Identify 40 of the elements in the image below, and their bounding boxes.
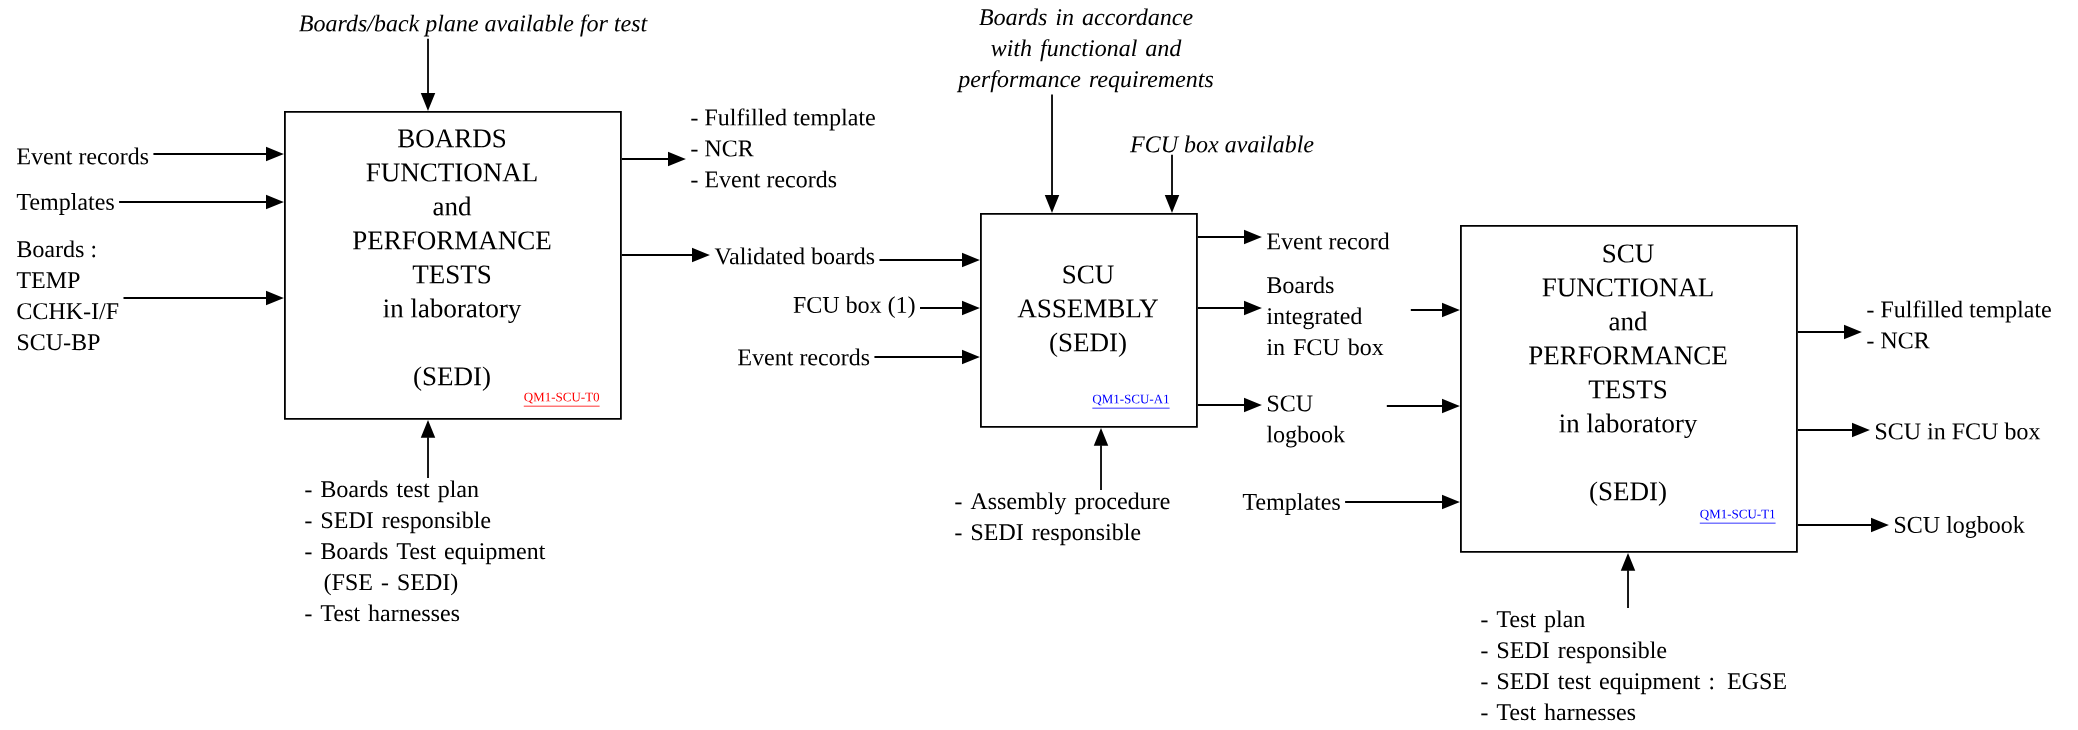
node-label: TESTS (1588, 380, 1667, 399)
node-label: PERFORMANCE (1529, 346, 1727, 365)
mechanism-label: - Assembly procedure - SEDI responsible (955, 492, 1170, 546)
node-label: and (1609, 311, 1648, 331)
mechanism-label: - Boards test plan - SEDI responsible - Boards Test equipment (FSE - SEDI) - Test harnesses (305, 480, 546, 622)
box-title: SCU FUNCTIONAL and PERFORMANCE TESTS in laboratory (1529, 244, 1727, 439)
box-title: (SEDI) (1590, 481, 1666, 506)
node-label: and (433, 196, 472, 216)
output-label: Event record (1267, 232, 1390, 250)
node-label: in laboratory (383, 298, 522, 324)
input-label: Event records (738, 348, 870, 366)
input-label: FCU box (1) (793, 296, 915, 318)
output-label: Validated boards (714, 247, 875, 265)
input-label: Event records (17, 147, 149, 165)
control-label: Boards/back plane available for test (299, 14, 648, 37)
output-label: - Fulfilled template - NCR (1867, 300, 2051, 349)
input-label: Boards : TEMP CCHK-I/F SCU-BP (16, 240, 119, 351)
mechanism-label: - Test plan - SEDI responsible - SEDI test equipment : EGSE - Test harnesses (1481, 610, 1786, 721)
node-label: TESTS (412, 265, 491, 284)
input-label: Templates (1242, 493, 1340, 515)
output-label: - Fulfilled template - NCR - Event records (691, 108, 875, 188)
output-label: SCU in FCU box (1876, 422, 2041, 440)
input-label: Templates (16, 193, 114, 215)
control-label: FCU box available (1129, 135, 1314, 153)
node-label: FUNCTIONAL (1542, 278, 1713, 297)
reference-link: QM1-SCU-A1 (1091, 394, 1170, 409)
reference-link: QM1-SCU-T0 (523, 392, 600, 407)
node-label: PERFORMANCE (353, 231, 551, 250)
node-label: SCU (1603, 244, 1654, 263)
reference-link: QM1-SCU-T1 (1699, 509, 1776, 524)
box-title: SCU ASSEMBLY (SEDI) (1017, 265, 1158, 358)
output-label: SCU logbook (1895, 516, 2025, 538)
box-title: (SEDI) (414, 366, 490, 391)
output-label: SCU logbook (1266, 395, 1346, 448)
box-title: BOARDS FUNCTIONAL and PERFORMANCE TESTS in laboratory (353, 129, 551, 324)
node-label: BOARDS (398, 129, 506, 148)
output-label: Boards integrated in FCU box (1266, 276, 1384, 356)
node-label: in laboratory (1559, 413, 1698, 439)
control-label: Boards in accordance with functional and performance requirements (956, 8, 1214, 93)
node-label: FUNCTIONAL (366, 163, 537, 182)
